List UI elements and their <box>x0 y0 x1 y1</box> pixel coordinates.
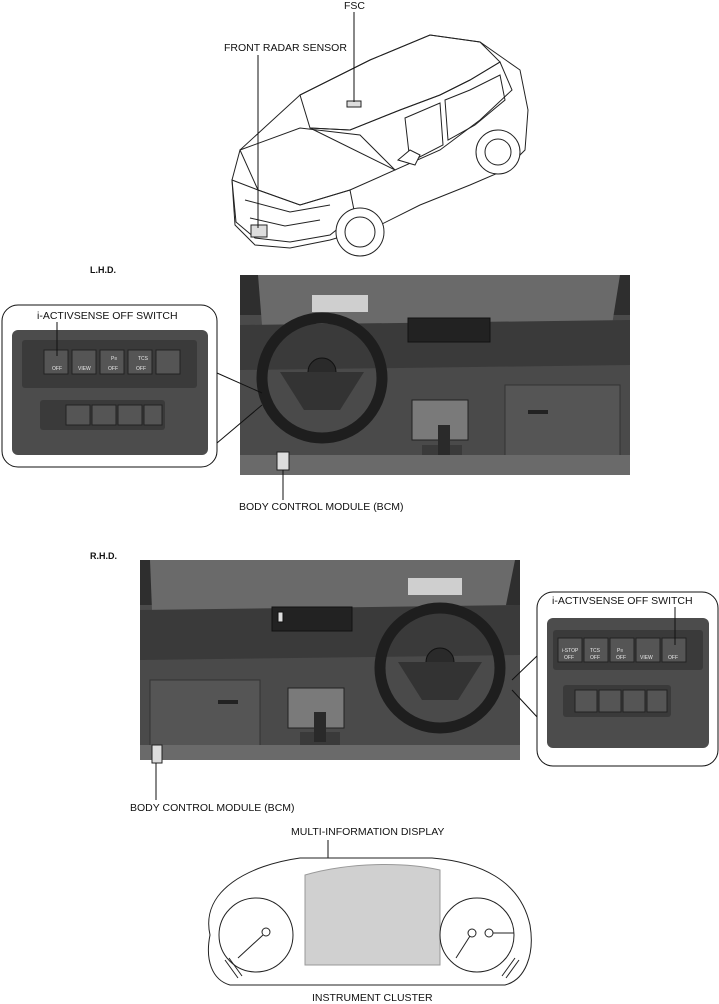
lhd-switch-callout: P≡ TCS OFF VIEW OFF OFF i-ACTIVSENSE OFF… <box>1 304 263 468</box>
rhd-activsense-switch-label: i-ACTIVSENSE OFF SWITCH <box>552 595 693 607</box>
rhd-switch-1: OFF <box>564 655 574 661</box>
rhd-switch-row: i-STOP TCS P≡ OFF OFF OFF VIEW OFF <box>557 637 687 663</box>
rhd-switch-top-2: TCS <box>590 648 601 654</box>
lhd-switch-row: P≡ TCS OFF VIEW OFF OFF <box>43 349 181 375</box>
lhd-switch-4: OFF <box>136 366 146 372</box>
lhd-dashboard <box>240 275 630 475</box>
vehicle-illustration <box>231 34 529 257</box>
rhd-switch-3: OFF <box>616 655 626 661</box>
rhd-heading: R.H.D. <box>90 551 117 561</box>
instrument-cluster-label: INSTRUMENT CLUSTER <box>312 992 433 1004</box>
rhd-bcm-label: BODY CONTROL MODULE (BCM) <box>130 802 295 814</box>
rhd-switch-top-1: i-STOP <box>562 648 579 654</box>
lhd-switch-3: OFF <box>108 366 118 372</box>
lhd-switch-top-4: TCS <box>138 356 149 362</box>
lhd-bcm-label: BODY CONTROL MODULE (BCM) <box>239 501 404 513</box>
instrument-cluster <box>207 857 532 986</box>
lhd-switch-1: OFF <box>52 366 62 372</box>
lhd-switch-top-3: P≡ <box>111 356 117 362</box>
rhd-switch-top-3: P≡ <box>617 648 623 654</box>
lhd-switch-2: VIEW <box>78 366 91 372</box>
rhd-switch-5: OFF <box>668 655 678 661</box>
rhd-switch-2: OFF <box>590 655 600 661</box>
fsc-label: FSC <box>344 0 365 12</box>
mid-label: MULTI-INFORMATION DISPLAY <box>291 826 444 838</box>
rhd-switch-callout: i-STOP TCS P≡ OFF OFF OFF VIEW OFF i-ACT… <box>511 591 719 767</box>
lhd-heading: L.H.D. <box>90 265 116 275</box>
rhd-switch-4: VIEW <box>640 655 653 661</box>
front-radar-sensor-label: FRONT RADAR SENSOR <box>224 42 347 54</box>
rhd-dashboard <box>140 560 520 764</box>
lhd-activsense-switch-label: i-ACTIVSENSE OFF SWITCH <box>37 310 178 322</box>
